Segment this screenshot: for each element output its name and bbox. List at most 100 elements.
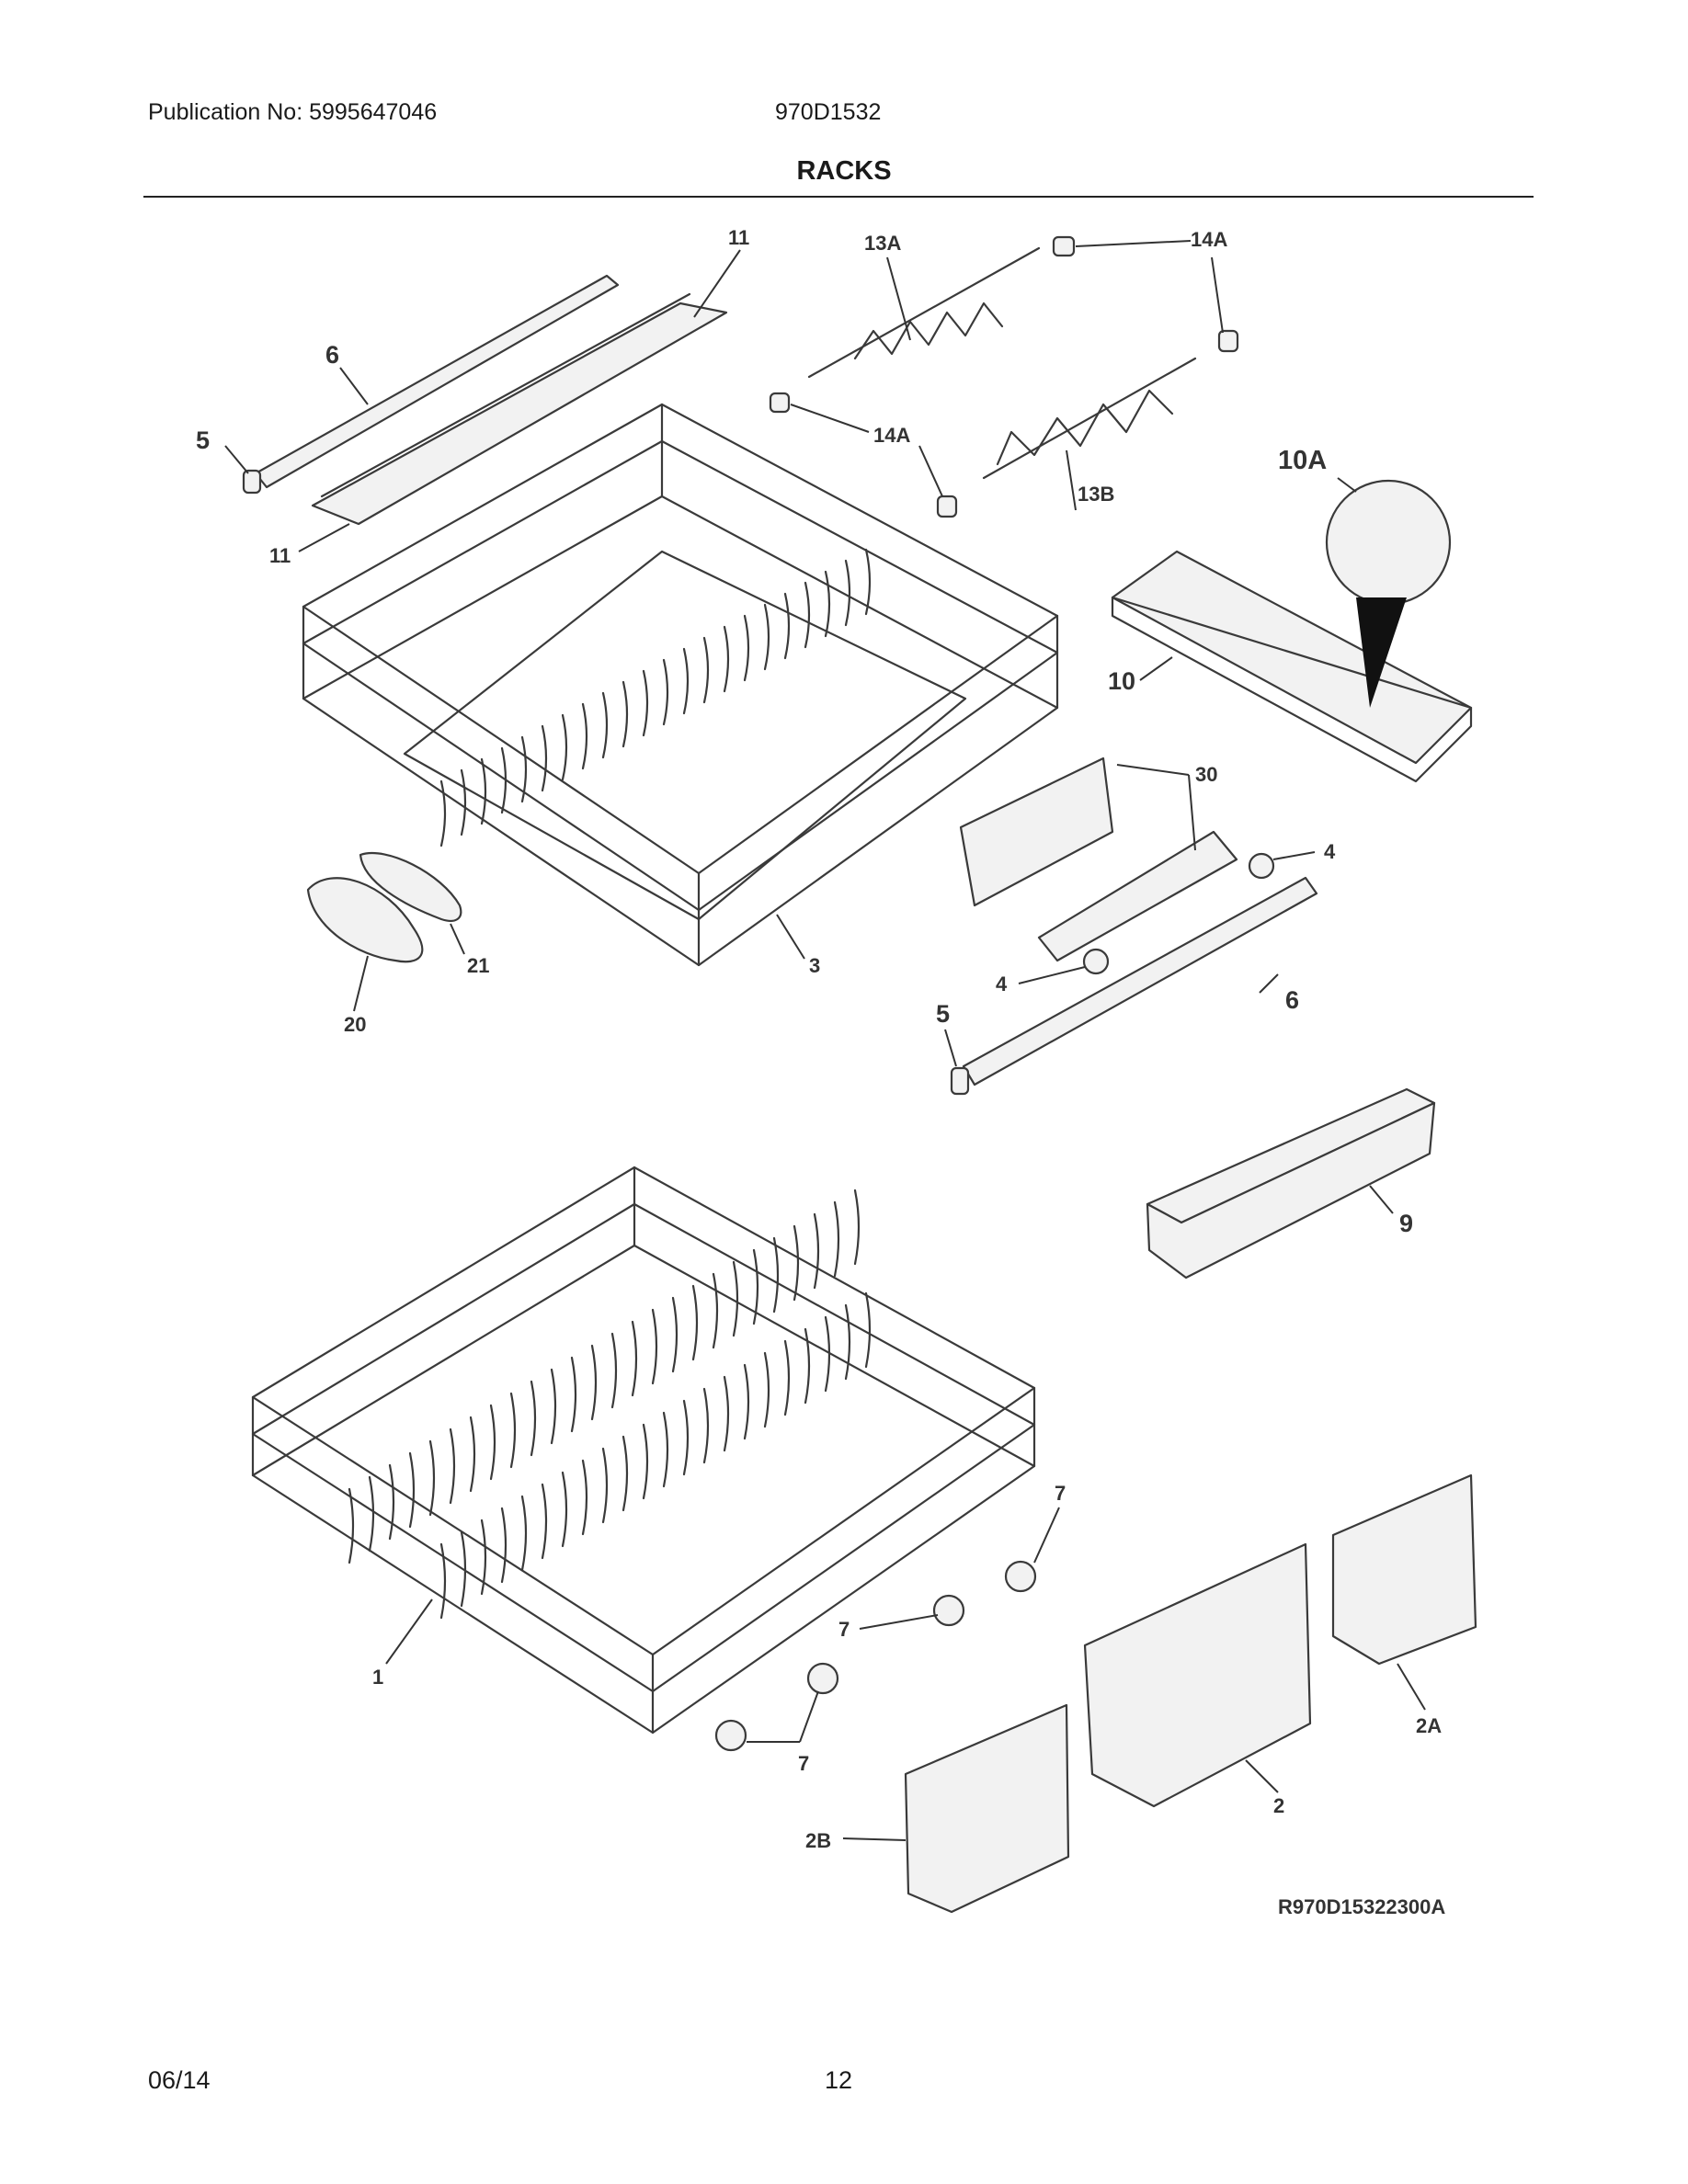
rack-tine (530, 1380, 537, 1457)
callout-5-right: 5 (936, 1000, 950, 1028)
rack-tine (439, 779, 447, 847)
callout-2: 2 (1273, 1794, 1284, 1817)
rack-tine (763, 1351, 770, 1428)
rack-tine (601, 1447, 609, 1524)
publication-number: Publication No: 5995647046 (148, 99, 438, 125)
callout-7-top: 7 (1055, 1482, 1066, 1505)
callout-6-right: 6 (1285, 986, 1299, 1014)
leader-lines (224, 240, 1426, 1841)
cup-shelf-wire-13A (807, 246, 1041, 379)
callout-3: 3 (809, 954, 820, 977)
rack-handle-20 (306, 877, 424, 963)
rack-tine (763, 603, 770, 671)
page-title: RACKS (796, 156, 892, 186)
rack-tine (732, 1260, 739, 1337)
rack-tine (469, 1416, 476, 1493)
rack-tine (723, 1375, 730, 1452)
rack-tine (833, 1200, 840, 1278)
callout-2A: 2A (1416, 1714, 1442, 1737)
rack-tine (702, 636, 710, 704)
rack-tine (368, 1475, 375, 1553)
rack-tine (590, 1344, 598, 1421)
cup-shelf-wire-13B (982, 357, 1197, 480)
basket-9 (1146, 1087, 1436, 1280)
rack-tine (509, 1392, 517, 1469)
silverware-basket-2A (1331, 1473, 1477, 1666)
callout-1: 1 (372, 1666, 383, 1689)
rack-tine (824, 1315, 831, 1393)
rack-tine (804, 581, 811, 649)
callout-14A-top: 14A (1191, 228, 1227, 251)
callout-6-top: 6 (325, 341, 339, 369)
rack-tine (581, 702, 588, 770)
callout-13B: 13B (1078, 483, 1114, 506)
callout-20: 20 (344, 1013, 366, 1036)
callout-2B: 2B (805, 1829, 831, 1852)
rack-tine (813, 1212, 820, 1290)
rack-tine (388, 1463, 395, 1541)
rack-tine (642, 1423, 649, 1500)
rack-tine (651, 1308, 658, 1385)
rack-tine (804, 1327, 811, 1405)
rack-tine (460, 1530, 467, 1608)
rack-tine (662, 1411, 669, 1488)
rack-tine (772, 1236, 780, 1314)
rack-tine (439, 1542, 447, 1620)
cutlery-tray-10 (1111, 550, 1473, 783)
rack-tine (408, 1451, 416, 1529)
callout-4-right: 4 (1324, 840, 1336, 863)
rack-tine (642, 669, 649, 737)
callout-11-left: 11 (269, 544, 291, 567)
detail-10A (1325, 479, 1452, 708)
rack-tine (682, 1399, 690, 1476)
callout-7-bottom: 7 (798, 1752, 809, 1775)
rack-tine (824, 570, 831, 638)
rack-tine (500, 1507, 508, 1584)
rack-adjuster-30 (959, 756, 1238, 962)
rack-tine (702, 1387, 710, 1464)
rack-tine (671, 1296, 679, 1373)
clip-14A (769, 235, 1239, 518)
rack-tine (541, 724, 548, 792)
rack-tine (520, 1495, 528, 1572)
rack-tine (480, 1519, 487, 1596)
page-number: 12 (825, 2066, 853, 2094)
title-rule (143, 196, 1534, 198)
rack-tine (550, 1368, 557, 1445)
callout-5-top: 5 (196, 427, 210, 454)
rack-rail-6-right (950, 876, 1318, 1096)
rack-tine (489, 1404, 496, 1481)
rack-tine (570, 1356, 577, 1433)
rack-rail-6-top (242, 274, 620, 495)
rack-tine (610, 1332, 618, 1409)
rack-tine (691, 1284, 699, 1361)
rack-tine (682, 647, 690, 715)
wheel-4 (1082, 852, 1275, 975)
rack-tine (460, 768, 467, 836)
silverware-basket-2 (1083, 1542, 1312, 1808)
upper-rack (302, 403, 1059, 967)
callout-4-left: 4 (996, 973, 1008, 995)
rack-tine (793, 1224, 800, 1302)
callout-labels: 11 13A 14A 6 5 14A 10A 13B 11 10 30 4 21… (196, 226, 1445, 1918)
rack-tine (480, 757, 487, 825)
rack-tine (712, 1272, 719, 1349)
callout-30: 30 (1195, 763, 1217, 786)
rack-tine (631, 1320, 638, 1397)
rack-tine (428, 1439, 436, 1517)
footer-date: 06/14 (148, 2066, 211, 2094)
rack-tine (743, 1363, 750, 1440)
rack-tine (864, 1291, 872, 1369)
rack-tine (601, 691, 609, 759)
rack-tine (853, 1189, 861, 1266)
rack-tine (449, 1428, 456, 1505)
rack-tine (723, 625, 730, 693)
figure-id: R970D15322300A (1278, 1895, 1445, 1918)
callout-7-mid: 7 (838, 1618, 850, 1641)
rack-tine (500, 746, 508, 814)
callout-10A: 10A (1278, 446, 1327, 475)
callout-13A: 13A (864, 232, 901, 255)
model-number: 970D1532 (775, 99, 882, 125)
rack-tine (541, 1483, 548, 1560)
